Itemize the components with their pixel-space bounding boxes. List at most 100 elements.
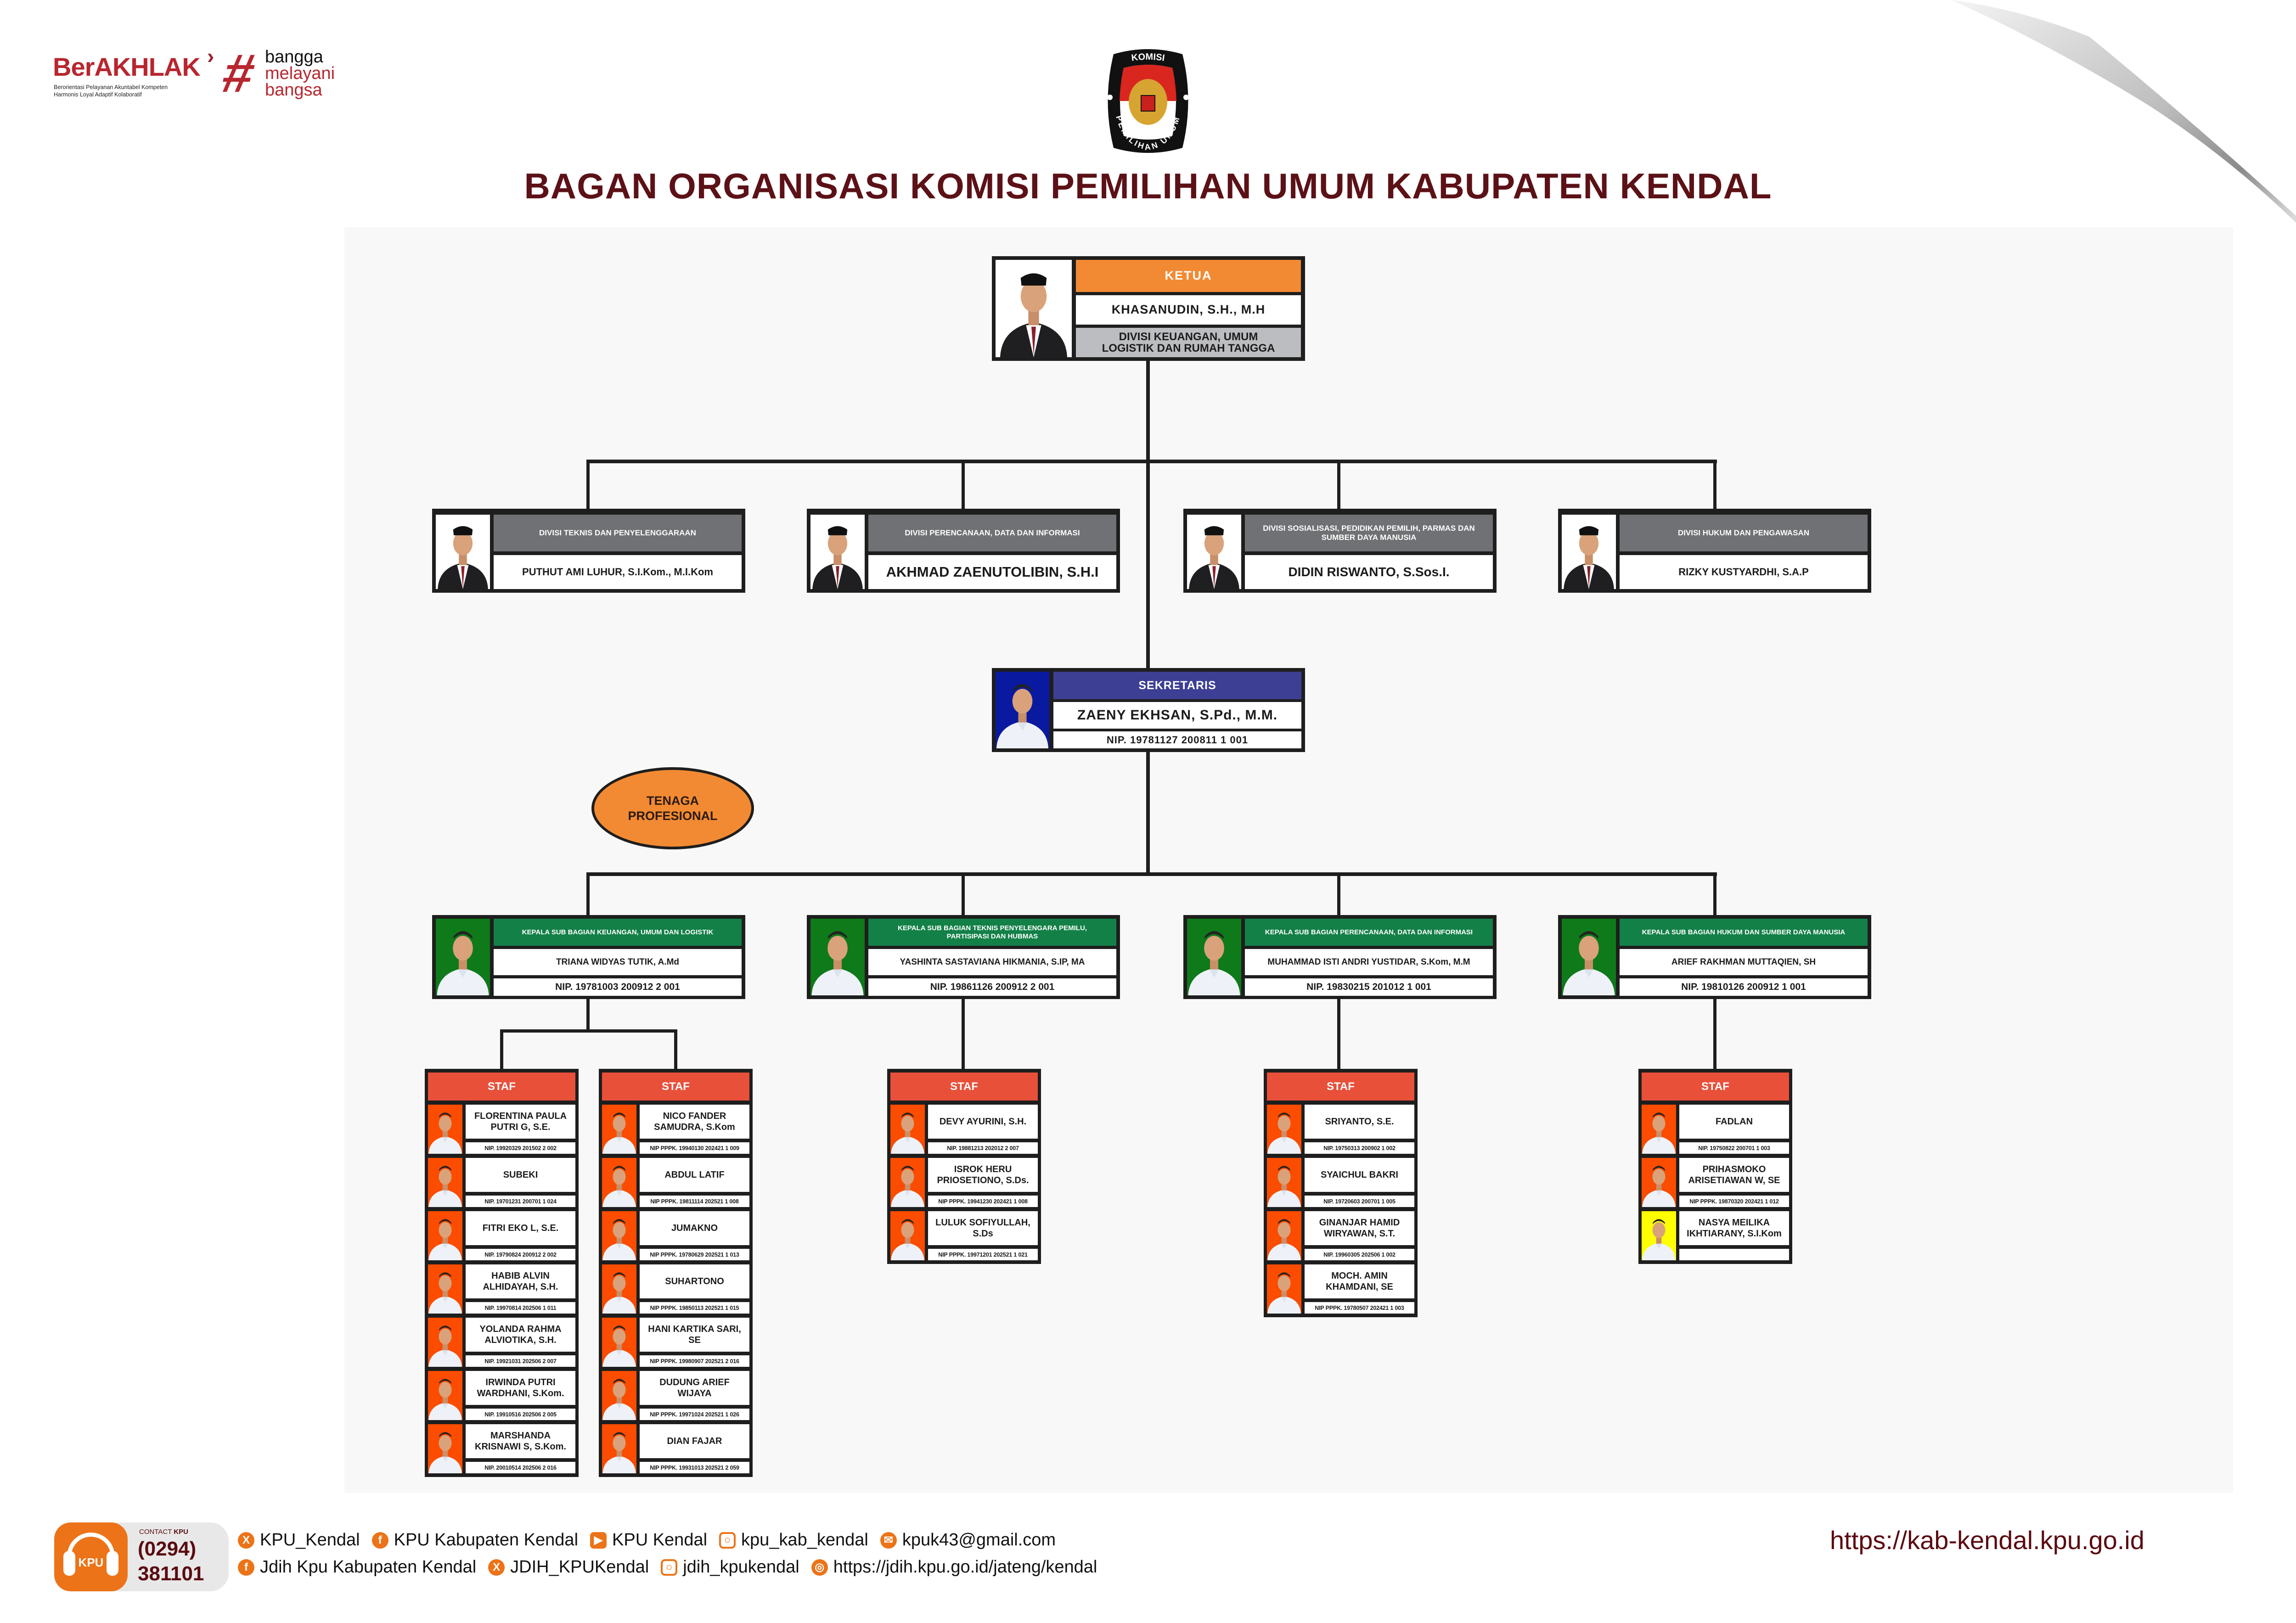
ketua-photo — [996, 260, 1072, 357]
staff-member: GINANJAR HAMID WIRYAWAN, S.T.NIP. 199603… — [1267, 1211, 1414, 1260]
staff-nip: NIP PPPK. 19940130 202421 1 009 — [640, 1142, 749, 1154]
staff-member: HABIB ALVIN ALHIDAYAH, S.H.NIP. 19970814… — [428, 1264, 575, 1314]
staff-list: STAF FLORENTINA PAULA PUTRI G, S.E. NIP. 1… — [425, 1069, 579, 1477]
staff-member: MARSHANDA KRISNAWI S, S.Kom.NIP. 2001051… — [428, 1424, 575, 1473]
staff-name: FLORENTINA PAULA PUTRI G, S.E. — [466, 1105, 575, 1139]
social-link[interactable]: f Jdih Kpu Kabupaten Kendal — [238, 1557, 476, 1577]
staff-nip: NIP. 19970814 202506 1 011 — [466, 1302, 575, 1314]
social-link-text: Jdih Kpu Kabupaten Kendal — [260, 1557, 477, 1577]
social-link[interactable]: ○kpu_kab_kendal — [719, 1530, 868, 1550]
connector-staff-1-down — [586, 999, 590, 1033]
staff-name: YOLANDA RAHMA ALVIOTIKA, S.H. — [466, 1318, 575, 1352]
staff-photo — [428, 1211, 462, 1260]
kpu-logo: KOMISI PEMILIHAN UMUM — [1107, 49, 1189, 153]
subbagian-head-nip: NIP. 19810126 200912 1 001 — [1620, 978, 1868, 996]
staff-nip: NIP. 19881213 202012 2 007 — [928, 1142, 1038, 1154]
subbagian-head-nip: NIP. 19781003 200912 2 001 — [494, 978, 742, 996]
staff-name: HANI KARTIKA SARI, SE — [640, 1318, 749, 1352]
staff-name: FITRI EKO L, S.E. — [466, 1211, 575, 1245]
staff-photo — [1642, 1158, 1676, 1207]
staff-nip: NIP. 19720603 200701 1 005 — [1305, 1196, 1414, 1207]
contact-label: CONTACT KPU — [139, 1528, 188, 1536]
staff-header: STAF — [428, 1073, 575, 1101]
social-link-text: jdih_kpukendal — [683, 1557, 799, 1577]
division-member-name: PUTHUT AMI LUHUR, S.I.Kom., M.I.Kom — [494, 555, 742, 589]
staff-name: DIAN FAJAR — [640, 1424, 749, 1458]
instagram-icon: ○ — [661, 1559, 678, 1576]
staff-photo — [602, 1211, 636, 1260]
staff-name: SYAICHUL BAKRI — [1305, 1158, 1414, 1192]
connector-divisi-2 — [962, 460, 965, 511]
staff-name: DUDUNG ARIEF WIJAYA — [640, 1371, 749, 1405]
social-link[interactable]: ▶KPU Kendal — [590, 1530, 707, 1550]
ketua-card: KETUA KHASANUDIN, S.H., M.H DIVISI KEUAN… — [992, 256, 1305, 361]
staff-photo — [428, 1264, 462, 1314]
division-member-name: DIDIN RISWANTO, S.Sos.I. — [1245, 555, 1493, 589]
contact-label-brand: KPU — [174, 1528, 188, 1536]
connector-divisi-4 — [1713, 460, 1716, 511]
staff-member: IRWINDA PUTRI WARDHANI, S.Kom.NIP. 19910… — [428, 1371, 575, 1420]
division-member-photo — [810, 515, 865, 589]
connector-subbagian-1 — [586, 872, 590, 916]
connector-divisi-1 — [586, 460, 590, 511]
staff-photo — [890, 1158, 925, 1207]
ketua-division-line-1: DIVISI KEUANGAN, UMUM — [1119, 330, 1258, 343]
subbagian-head-name: TRIANA WIDYAS TUTIK, A.Md — [494, 949, 742, 975]
division-title: DIVISI HUKUM DAN PENGAWASAN — [1620, 515, 1868, 551]
staff-nip: NIP. 19750822 200701 1 003 — [1679, 1142, 1789, 1154]
staff-nip: NIP PPPK. 19931013 202521 2 059 — [640, 1462, 749, 1473]
berakhlak-tagline-2: Harmonis Loyal Adaptif Kolaboratif — [54, 91, 142, 98]
globe-icon: ◎ — [811, 1559, 828, 1576]
connector-subbagian-2 — [962, 872, 965, 916]
staff-nip: NIP PPPK. 19971024 202521 1 026 — [640, 1409, 749, 1420]
division-title: DIVISI PERENCANAAN, DATA DAN INFORMASI — [868, 515, 1116, 551]
staff-nip: NIP. 19921031 202506 2 007 — [466, 1355, 575, 1367]
social-link[interactable]: ◎ https://jdih.kpu.go.id/jateng/kendal — [811, 1557, 1097, 1577]
staff-photo — [1267, 1211, 1301, 1260]
ketua-division-line-2: LOGISTIK DAN RUMAH TANGGA — [1102, 342, 1275, 354]
staff-nip: NIP. 20010514 202506 2 016 — [466, 1462, 575, 1473]
subbagian-title: KEPALA SUB BAGIAN KEUANGAN, UMUM DAN LOG… — [494, 919, 742, 946]
social-link[interactable]: ✉kpuk43@gmail.com — [880, 1530, 1056, 1550]
subbagian-head-name: MUHAMMAD ISTI ANDRI YUSTIDAR, S.Kom, M.M — [1245, 949, 1493, 975]
division-member-name: AKHMAD ZAENUTOLIBIN, S.H.I — [868, 555, 1116, 589]
staff-nip: NIP PPPK. 19971201 202521 1 021 — [928, 1249, 1038, 1260]
staff-name: SRIYANTO, S.E. — [1305, 1105, 1414, 1139]
staff-member: DEVY AYURINI, S.H.NIP. 19881213 202012 2… — [890, 1105, 1038, 1154]
subbagian-head-photo — [1187, 919, 1241, 995]
social-link[interactable]: f KPU Kabupaten Kendal — [371, 1530, 579, 1550]
social-link-text: KPU Kabupaten Kendal — [394, 1530, 579, 1550]
division-member-photo — [436, 515, 490, 589]
social-link-text: JDIH_KPUKendal — [510, 1557, 649, 1577]
subbagian-title: KEPALA SUB BAGIAN TEKNIS PENYELENGARA PE… — [868, 919, 1116, 946]
hashtag-line-3: bangsa — [265, 80, 322, 100]
social-link[interactable]: ○ jdih_kpukendal — [661, 1557, 799, 1577]
division-member-photo — [1187, 515, 1241, 589]
staff-name: JUMAKNO — [640, 1211, 749, 1245]
website-link[interactable]: https://kab-kendal.kpu.go.id — [1830, 1526, 2144, 1555]
sekretaris-card: SEKRETARIS ZAENY EKHSAN, S.Pd., M.M. NIP… — [992, 668, 1305, 752]
staff-nip: NIP. 19960305 202506 1 002 — [1305, 1249, 1414, 1260]
staff-nip: NIP. 19920329 201502 2 002 — [466, 1142, 575, 1154]
social-link-text: https://jdih.kpu.go.id/jateng/kendal — [833, 1557, 1097, 1577]
subbagian-card: KEPALA SUB BAGIAN HUKUM DAN SUMBER DAYA … — [1558, 915, 1871, 999]
subbagian-card: KEPALA SUB BAGIAN KEUANGAN, UMUM DAN LOG… — [432, 915, 745, 999]
staff-nip: NIP. 19910516 202506 2 005 — [466, 1409, 575, 1420]
subbagian-card: KEPALA SUB BAGIAN PERENCANAAN, DATA DAN … — [1183, 915, 1497, 999]
facebook-icon: f — [371, 1532, 388, 1549]
facebook-icon: f — [238, 1559, 254, 1576]
staff-member: DIAN FAJAR NIP PPPK. 19931013 202521 2 05… — [602, 1424, 749, 1473]
connector-subbagian-bar — [586, 872, 1717, 876]
staff-photo — [428, 1318, 462, 1367]
staff-header: STAF — [890, 1073, 1038, 1101]
division-card: DIVISI PERENCANAAN, DATA DAN INFORMASI AK… — [807, 509, 1120, 593]
